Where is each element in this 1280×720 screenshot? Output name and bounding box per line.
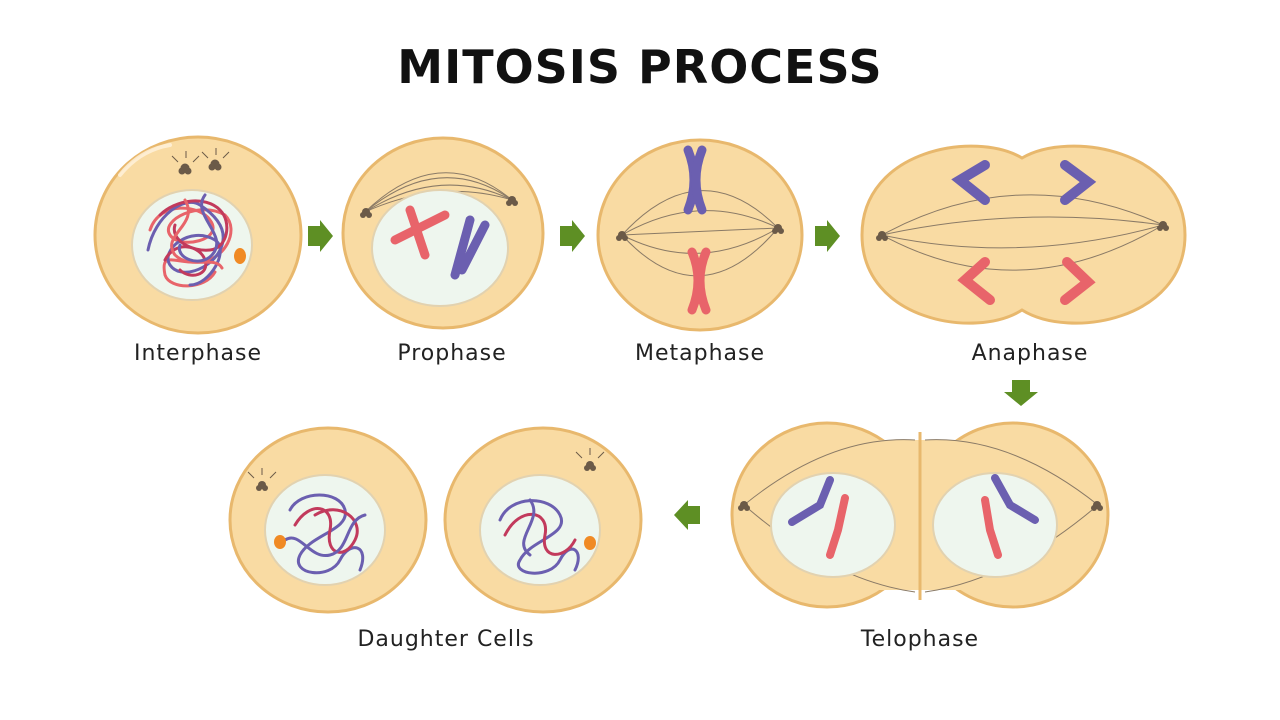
label-metaphase: Metaphase: [634, 341, 765, 366]
daughter-cell-right: [443, 426, 643, 614]
telophase-nucleus-left: [770, 472, 896, 578]
arrows: [308, 220, 1038, 530]
label-interphase: Interphase: [133, 341, 263, 366]
metaphase-cell: [596, 138, 804, 332]
prophase-cell: [341, 136, 545, 330]
interphase-centrosomes: [171, 148, 230, 175]
metaphase-chromosome-red: [687, 247, 711, 315]
metaphase-chromosome-blue: [683, 145, 707, 215]
anaphase-chromatid-blue-right: [1060, 160, 1097, 205]
interphase-cell: [93, 135, 303, 335]
arrow-telophase-to-daughter: [674, 500, 700, 530]
label-telophase: Telophase: [860, 627, 980, 652]
telophase-cell: [730, 421, 1110, 609]
daughter-cell-left: [228, 426, 428, 614]
interphase-nucleolus: [234, 248, 246, 264]
label-anaphase: Anaphase: [971, 341, 1089, 366]
arrow-anaphase-to-telophase: [1004, 380, 1038, 406]
telophase-chromosome-blue-right: [991, 474, 1039, 524]
prophase-nucleus: [371, 189, 509, 307]
diagram-title: MITOSIS PROCESS: [397, 40, 883, 94]
prophase-spindle: [364, 172, 513, 213]
telophase-nucleus-right: [932, 472, 1058, 578]
anaphase-spindle: [881, 194, 1164, 271]
telophase-chromosome-red-right: [981, 496, 1002, 559]
arrow-interphase-to-prophase: [308, 220, 333, 252]
prophase-chromosome-blue: [450, 215, 490, 280]
label-daughter-cells: Daughter Cells: [357, 627, 535, 652]
anaphase-chromatid-red-right: [1060, 257, 1096, 305]
prophase-chromosome-red: [390, 205, 450, 260]
telophase-chromosome-red-left: [826, 494, 849, 559]
arrow-prophase-to-metaphase: [560, 220, 585, 252]
telophase-chromosome-blue-left: [788, 476, 834, 526]
anaphase-chromatid-red-left: [957, 257, 995, 305]
anaphase-chromatid-blue-left: [951, 160, 990, 205]
label-prophase: Prophase: [397, 341, 507, 366]
arrow-metaphase-to-anaphase: [815, 220, 840, 252]
interphase-chromatin: [146, 193, 233, 288]
anaphase-cell: [860, 144, 1187, 325]
